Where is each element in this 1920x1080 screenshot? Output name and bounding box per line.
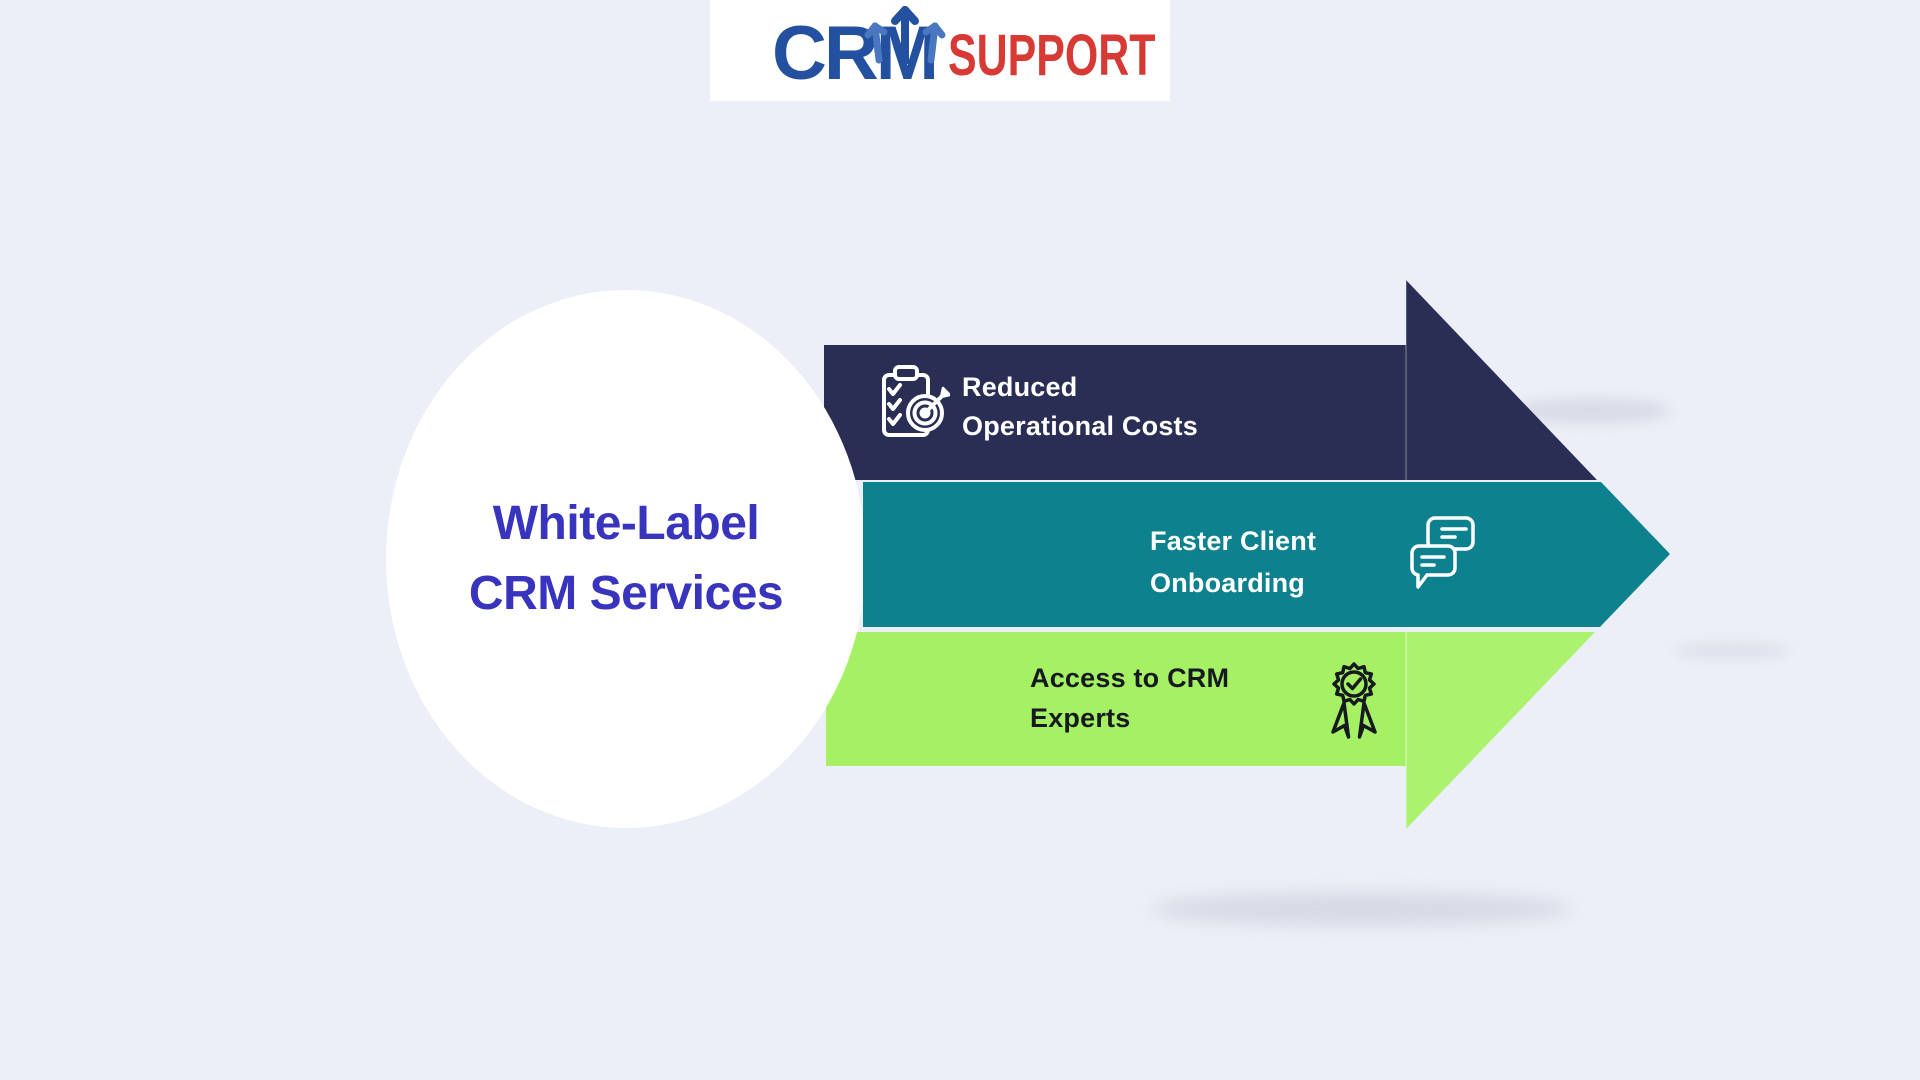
band-seam: [1405, 632, 1407, 829]
logo-trident-icon: [864, 6, 946, 64]
clipboard-target-icon: [878, 365, 950, 441]
shadow-streak-middle: [1672, 642, 1792, 660]
logo-box: CRM SUPPORT: [710, 0, 1170, 101]
shadow-streak-bottom: [1150, 892, 1574, 926]
arrowhead-tint: [1406, 632, 1595, 829]
award-badge-icon: [1322, 656, 1386, 740]
logo-crm-text: CRM: [772, 11, 939, 96]
title-circle: [386, 290, 866, 828]
logo-support-text: SUPPORT: [948, 23, 1156, 88]
band-seam: [1405, 280, 1407, 480]
chat-bubbles-icon: [1408, 512, 1480, 596]
